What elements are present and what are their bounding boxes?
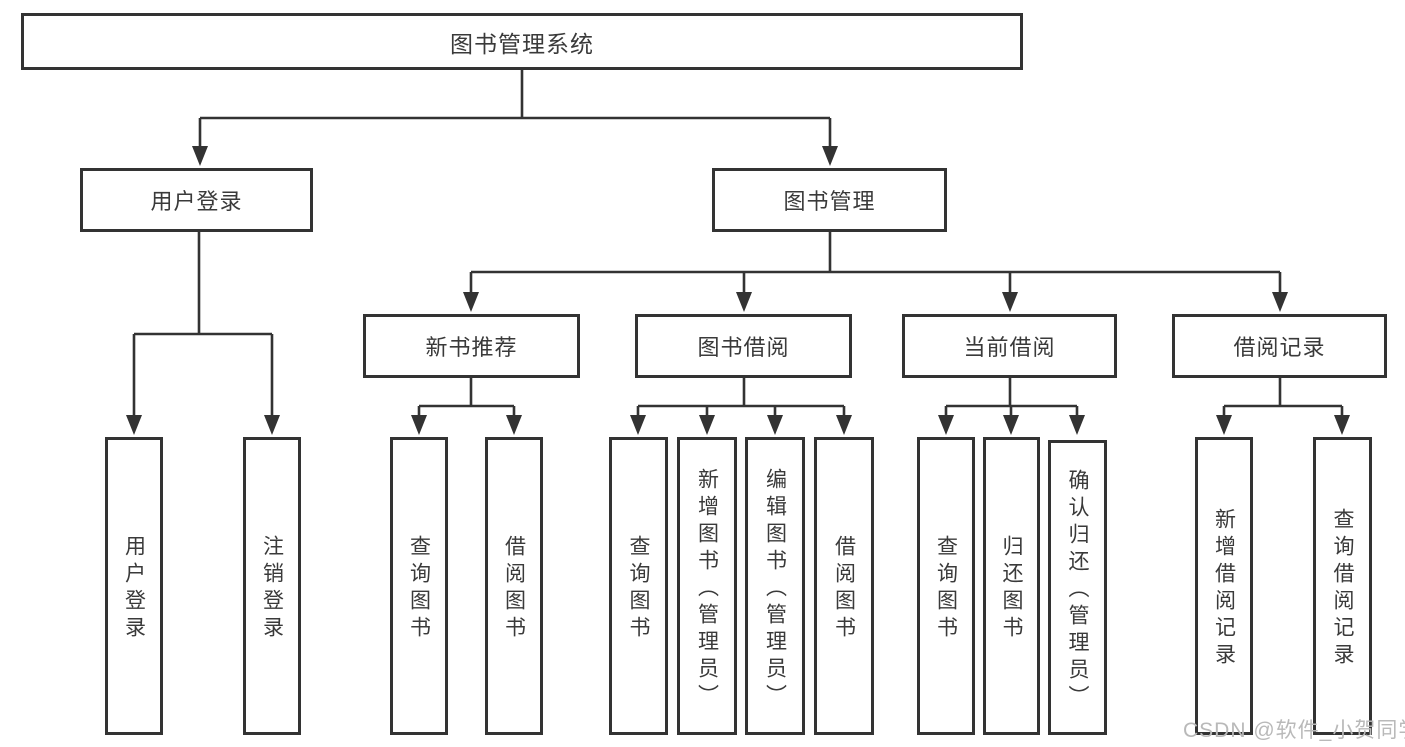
node-book-borrowing: 图书借阅 bbox=[635, 314, 852, 378]
leaf-query-books-current: 查询图书 bbox=[917, 437, 975, 735]
leaf-return-books: 归还图书 bbox=[983, 437, 1040, 735]
leaf-query-borrow-record: 查询借阅记录 bbox=[1313, 437, 1372, 735]
leaf-logout: 注销登录 bbox=[243, 437, 301, 735]
node-borrowing-records: 借阅记录 bbox=[1172, 314, 1387, 378]
leaf-borrow-books-recommend: 借阅图书 bbox=[485, 437, 543, 735]
node-new-book-recommend: 新书推荐 bbox=[363, 314, 580, 378]
leaf-edit-books-admin: 编辑图书（管理员） bbox=[745, 437, 805, 735]
node-book-management: 图书管理 bbox=[712, 168, 947, 232]
leaf-user-login: 用户登录 bbox=[105, 437, 163, 735]
leaf-add-books-admin: 新增图书（管理员） bbox=[677, 437, 737, 735]
leaf-query-books-recommend: 查询图书 bbox=[390, 437, 448, 735]
leaf-query-books-borrowing: 查询图书 bbox=[609, 437, 668, 735]
leaf-confirm-return-admin: 确认归还（管理员） bbox=[1048, 440, 1107, 735]
node-current-borrowing: 当前借阅 bbox=[902, 314, 1117, 378]
csdn-watermark: CSDN @软件_小贺同学 bbox=[1183, 719, 1405, 742]
leaf-add-borrow-record: 新增借阅记录 bbox=[1195, 437, 1253, 735]
node-user-login: 用户登录 bbox=[80, 168, 313, 232]
leaf-borrow-books-borrowing: 借阅图书 bbox=[814, 437, 874, 735]
node-root-library-system: 图书管理系统 bbox=[21, 13, 1023, 70]
